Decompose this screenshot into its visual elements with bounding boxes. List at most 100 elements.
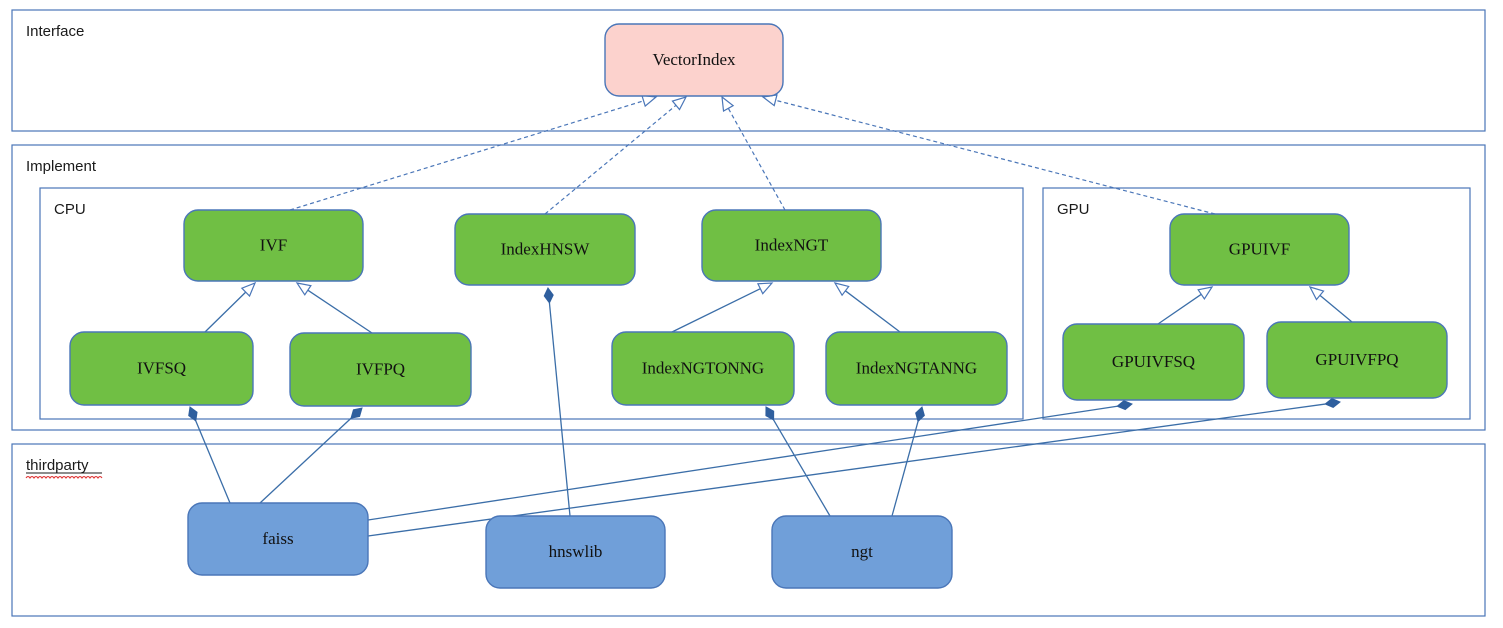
edge-faiss-to-GPUIVFPQ bbox=[367, 397, 1341, 537]
node-box-IndexNGTANNG[interactable] bbox=[825, 331, 1008, 406]
node-box-IVF[interactable] bbox=[183, 209, 364, 282]
edge-line-e15 bbox=[548, 302, 571, 517]
node-label-IndexNGT: IndexNGT bbox=[755, 235, 829, 254]
node-label-faiss: faiss bbox=[262, 529, 293, 548]
node-box-GPUIVFSQ[interactable] bbox=[1062, 323, 1245, 401]
node-label-IndexNGTONNG: IndexNGTONNG bbox=[642, 358, 764, 377]
group-thirdparty: thirdparty bbox=[11, 443, 1486, 617]
node-label-IVFPQ: IVFPQ bbox=[356, 359, 405, 378]
inheritance-triangle-icon-e6 bbox=[295, 282, 312, 296]
node-label-VectorIndex: VectorIndex bbox=[652, 50, 736, 69]
edge-line-e12 bbox=[259, 417, 352, 504]
node-GPUIVFSQ[interactable]: GPUIVFSQ bbox=[1062, 323, 1245, 401]
edge-line-e10 bbox=[1319, 294, 1353, 323]
edge-IndexNGTANNG-to-IndexNGT bbox=[833, 282, 901, 333]
node-IVFPQ[interactable]: IVFPQ bbox=[289, 332, 472, 407]
node-label-IVF: IVF bbox=[260, 235, 287, 254]
group-cpu: CPU bbox=[39, 187, 1024, 420]
composition-diamond-icon-e12 bbox=[350, 407, 363, 419]
edge-line-e13 bbox=[367, 405, 1118, 521]
node-box-hnswlib[interactable] bbox=[485, 515, 666, 589]
edge-line-e2 bbox=[544, 104, 677, 215]
node-IVF[interactable]: IVF bbox=[183, 209, 364, 282]
node-label-GPUIVFSQ: GPUIVFSQ bbox=[1112, 352, 1195, 371]
node-ngt[interactable]: ngt bbox=[771, 515, 953, 589]
edge-line-e4 bbox=[775, 99, 1216, 215]
inheritance-triangle-icon-e2 bbox=[671, 96, 688, 111]
edge-line-e9 bbox=[1157, 293, 1202, 325]
node-box-GPUIVF[interactable] bbox=[1169, 213, 1350, 286]
group-label-cpu: CPU bbox=[54, 201, 86, 218]
group-border-cpu bbox=[39, 187, 1024, 420]
node-hnswlib[interactable]: hnswlib bbox=[485, 515, 666, 589]
composition-diamond-icon-e13 bbox=[1116, 400, 1133, 411]
node-box-ngt[interactable] bbox=[771, 515, 953, 589]
composition-diamond-icon-e11 bbox=[188, 406, 198, 422]
edge-line-e11 bbox=[195, 420, 231, 504]
edge-IndexNGT-to-VectorIndex bbox=[721, 95, 786, 211]
edge-line-e17 bbox=[891, 421, 919, 517]
node-IndexHNSW[interactable]: IndexHNSW bbox=[454, 213, 636, 286]
group-gpu: GPU bbox=[1042, 187, 1471, 420]
edge-line-e7 bbox=[671, 288, 761, 333]
node-IndexNGT[interactable]: IndexNGT bbox=[701, 209, 882, 282]
node-box-VectorIndex[interactable] bbox=[604, 23, 784, 97]
inheritance-triangle-icon-e7 bbox=[756, 282, 774, 295]
edge-hnswlib-to-IndexHNSW bbox=[543, 287, 571, 517]
edge-line-e6 bbox=[307, 289, 373, 334]
node-label-GPUIVF: GPUIVF bbox=[1229, 239, 1290, 258]
node-IVFSQ[interactable]: IVFSQ bbox=[69, 331, 254, 406]
node-GPUIVF[interactable]: GPUIVF bbox=[1169, 213, 1350, 286]
group-implement: Implement bbox=[11, 144, 1486, 431]
edge-GPUIVFSQ-to-GPUIVF bbox=[1157, 286, 1214, 325]
group-border-thirdparty bbox=[11, 443, 1486, 617]
edge-GPUIVFPQ-to-GPUIVF bbox=[1308, 286, 1353, 323]
edge-ngt-to-IndexNGTANNG bbox=[891, 406, 925, 517]
edge-line-e16 bbox=[773, 419, 831, 517]
inheritance-triangle-icon-e3 bbox=[721, 95, 735, 112]
edge-line-e14 bbox=[367, 403, 1326, 537]
node-box-IndexNGTONNG[interactable] bbox=[611, 331, 795, 406]
inheritance-triangle-icon-e1 bbox=[641, 94, 658, 108]
node-label-IndexHNSW: IndexHNSW bbox=[501, 239, 591, 258]
node-box-IndexHNSW[interactable] bbox=[454, 213, 636, 286]
node-box-faiss[interactable] bbox=[187, 502, 369, 576]
spellcheck-squiggle-icon bbox=[25, 475, 103, 479]
group-label-thirdparty: thirdparty bbox=[26, 457, 89, 474]
node-box-GPUIVFPQ[interactable] bbox=[1266, 321, 1448, 399]
node-VectorIndex[interactable]: VectorIndex bbox=[604, 23, 784, 97]
node-box-IVFPQ[interactable] bbox=[289, 332, 472, 407]
node-IndexNGTANNG[interactable]: IndexNGTANNG bbox=[825, 331, 1008, 406]
composition-diamond-icon-e17 bbox=[915, 406, 925, 423]
edge-IndexHNSW-to-VectorIndex bbox=[544, 96, 688, 215]
group-label-implement: Implement bbox=[26, 158, 97, 175]
inheritance-triangle-icon-e9 bbox=[1197, 286, 1214, 300]
edge-IVFPQ-to-IVF bbox=[295, 282, 373, 334]
node-box-IndexNGT[interactable] bbox=[701, 209, 882, 282]
group-interface: Interface bbox=[11, 9, 1486, 132]
node-faiss[interactable]: faiss bbox=[187, 502, 369, 576]
composition-diamond-icon-e14 bbox=[1324, 397, 1341, 409]
node-label-IVFSQ: IVFSQ bbox=[137, 358, 186, 377]
edge-IVF-to-VectorIndex bbox=[289, 94, 658, 211]
group-label-gpu: GPU bbox=[1057, 201, 1090, 218]
edges-layer bbox=[188, 94, 1353, 537]
edge-faiss-to-GPUIVFSQ bbox=[367, 400, 1133, 521]
node-label-ngt: ngt bbox=[851, 542, 873, 561]
node-label-hnswlib: hnswlib bbox=[549, 542, 603, 561]
node-GPUIVFPQ[interactable]: GPUIVFPQ bbox=[1266, 321, 1448, 399]
edge-GPUIVF-to-VectorIndex bbox=[761, 94, 1216, 215]
edge-faiss-to-IVFPQ bbox=[259, 407, 363, 504]
edge-faiss-to-IVFSQ bbox=[188, 406, 231, 504]
node-IndexNGTONNG[interactable]: IndexNGTONNG bbox=[611, 331, 795, 406]
node-label-GPUIVFPQ: GPUIVFPQ bbox=[1315, 350, 1398, 369]
inheritance-triangle-icon-e5 bbox=[240, 281, 257, 298]
edge-line-e3 bbox=[727, 108, 786, 211]
edge-line-e8 bbox=[844, 290, 901, 333]
node-box-IVFSQ[interactable] bbox=[69, 331, 254, 406]
inheritance-triangle-icon-e8 bbox=[833, 282, 850, 297]
